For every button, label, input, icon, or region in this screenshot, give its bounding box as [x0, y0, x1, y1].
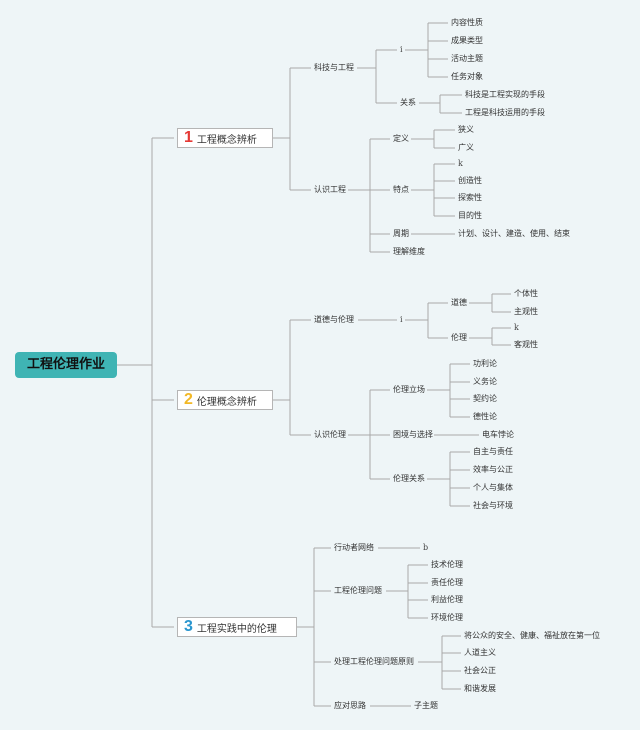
leaf-item[interactable]: 自主与责任 — [473, 447, 513, 456]
topic-number-2: 2 — [184, 391, 193, 408]
leaf-item[interactable]: 社会与环境 — [473, 501, 513, 510]
leaf-item[interactable]: 效率与公正 — [473, 465, 513, 474]
leaf-item[interactable]: b — [423, 543, 429, 552]
leaf-item[interactable]: 创造性 — [458, 176, 482, 185]
node-morality-ethics[interactable]: 道德与伦理 — [314, 315, 354, 324]
leaf-item[interactable]: 客观性 — [514, 340, 538, 349]
leaf-item[interactable]: 狭义 — [458, 125, 474, 134]
leaf-item[interactable]: 义务论 — [473, 377, 497, 386]
leaf-item[interactable]: 活动主题 — [451, 54, 483, 63]
leaf-item[interactable]: 契约论 — [473, 394, 497, 403]
node-cycle[interactable]: 周期 — [393, 229, 409, 238]
leaf-item[interactable]: 电车悖论 — [482, 430, 514, 439]
leaf-item[interactable]: 广义 — [458, 143, 474, 152]
node-ethics[interactable]: 伦理 — [451, 333, 467, 342]
leaf-item[interactable]: 计划、设计、建造、使用、结束 — [458, 229, 570, 238]
node-ethics-issues[interactable]: 工程伦理问题 — [334, 586, 382, 595]
node-definition[interactable]: 定义 — [393, 134, 409, 143]
node-ethical-stance[interactable]: 伦理立场 — [393, 385, 425, 394]
node-ethical-relations[interactable]: 伦理关系 — [393, 474, 425, 483]
leaf-item[interactable]: 个人与集体 — [473, 483, 513, 492]
leaf-item[interactable]: 工程是科技运用的手段 — [465, 108, 545, 117]
leaf-item[interactable]: 人道主义 — [464, 648, 496, 657]
leaf-item[interactable]: 社会公正 — [464, 666, 496, 675]
leaf-item[interactable]: 科技是工程实现的手段 — [465, 90, 545, 99]
node-features[interactable]: 特点 — [393, 185, 409, 194]
node-principles[interactable]: 处理工程伦理问题原则 — [334, 657, 414, 666]
leaf-item[interactable]: 任务对象 — [451, 72, 483, 81]
node-marker-i: i — [400, 45, 403, 54]
leaf-item[interactable]: 个体性 — [514, 289, 538, 298]
leaf-item[interactable]: 功利论 — [473, 359, 497, 368]
topic-number-1: 1 — [184, 129, 193, 146]
leaf-item[interactable]: 内容性质 — [451, 18, 483, 27]
leaf-item[interactable]: 探索性 — [458, 193, 482, 202]
leaf-item[interactable]: 子主题 — [414, 701, 438, 710]
leaf-item[interactable]: 利益伦理 — [431, 595, 463, 604]
node-know-ethics[interactable]: 认识伦理 — [314, 430, 346, 439]
node-know-engineering[interactable]: 认识工程 — [314, 185, 346, 194]
topic-label: 工程概念辨析 — [196, 134, 257, 146]
node-science-engineering[interactable]: 科技与工程 — [314, 63, 354, 72]
topic-label: 伦理概念辨析 — [196, 396, 257, 408]
leaf-item[interactable]: k — [458, 159, 463, 168]
node-approach[interactable]: 应对思路 — [334, 701, 366, 710]
topic-engineering-concepts[interactable]: 1 工程概念辨析 — [177, 128, 273, 148]
node-morality[interactable]: 道德 — [451, 298, 467, 307]
leaf-item[interactable]: 成果类型 — [451, 36, 483, 45]
node-understanding[interactable]: 理解维度 — [393, 247, 425, 256]
node-relation[interactable]: 关系 — [400, 98, 416, 107]
leaf-item[interactable]: 目的性 — [458, 211, 482, 220]
topic-ethics-concepts[interactable]: 2 伦理概念辨析 — [177, 390, 273, 410]
leaf-item[interactable]: 德性论 — [473, 412, 497, 421]
root-node[interactable]: 工程伦理作业 — [15, 352, 117, 378]
leaf-item[interactable]: 技术伦理 — [431, 560, 463, 569]
leaf-item[interactable]: 和谐发展 — [464, 684, 496, 693]
node-marker-i: i — [400, 315, 403, 324]
topic-label: 工程实践中的伦理 — [196, 623, 277, 635]
leaf-item[interactable]: 环境伦理 — [431, 613, 463, 622]
leaf-item[interactable]: 责任伦理 — [431, 578, 463, 587]
topic-number-3: 3 — [184, 618, 193, 635]
node-dilemma[interactable]: 困境与选择 — [393, 430, 433, 439]
leaf-item[interactable]: k — [514, 323, 519, 332]
topic-ethics-in-practice[interactable]: 3 工程实践中的伦理 — [177, 617, 297, 637]
leaf-item[interactable]: 将公众的安全、健康、福祉放在第一位 — [464, 631, 600, 640]
leaf-item[interactable]: 主观性 — [514, 307, 538, 316]
node-actor-network[interactable]: 行动者网络 — [334, 543, 374, 552]
